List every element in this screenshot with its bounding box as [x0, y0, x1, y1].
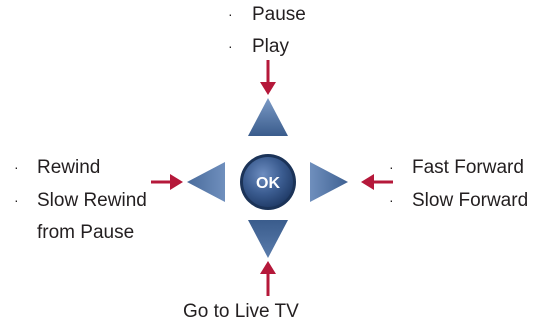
- left-bullet-1: ·: [14, 159, 19, 175]
- left-label-continuation: from Pause: [37, 222, 135, 243]
- up-label-play: Play: [252, 36, 289, 57]
- up-label-pause: Pause: [252, 4, 306, 25]
- pointer-arrow-down: [260, 261, 276, 296]
- dpad-left-button[interactable]: [187, 162, 225, 202]
- up-bullet-1: ·: [228, 6, 233, 22]
- right-bullet-1: ·: [389, 159, 394, 175]
- left-label-rewind: Rewind: [37, 157, 101, 178]
- ok-button-label: OK: [256, 175, 280, 192]
- right-bullet-2: ·: [389, 192, 394, 208]
- right-label-slow-forward: Slow Forward: [412, 190, 529, 211]
- ok-button[interactable]: OK: [240, 154, 296, 210]
- dpad-down-button[interactable]: [248, 220, 288, 258]
- left-bullet-2: ·: [14, 192, 19, 208]
- down-label-live-tv: Go to Live TV: [183, 301, 299, 322]
- up-bullet-2: ·: [228, 38, 233, 54]
- pointer-arrow-left: [151, 174, 183, 190]
- dpad-right-button[interactable]: [310, 162, 348, 202]
- pointer-arrow-right: [361, 174, 393, 190]
- pointer-arrow-up: [260, 60, 276, 95]
- dpad-up-button[interactable]: [248, 98, 288, 136]
- right-label-fast-forward: Fast Forward: [412, 157, 524, 178]
- left-label-slow-rewind: Slow Rewind: [37, 190, 147, 211]
